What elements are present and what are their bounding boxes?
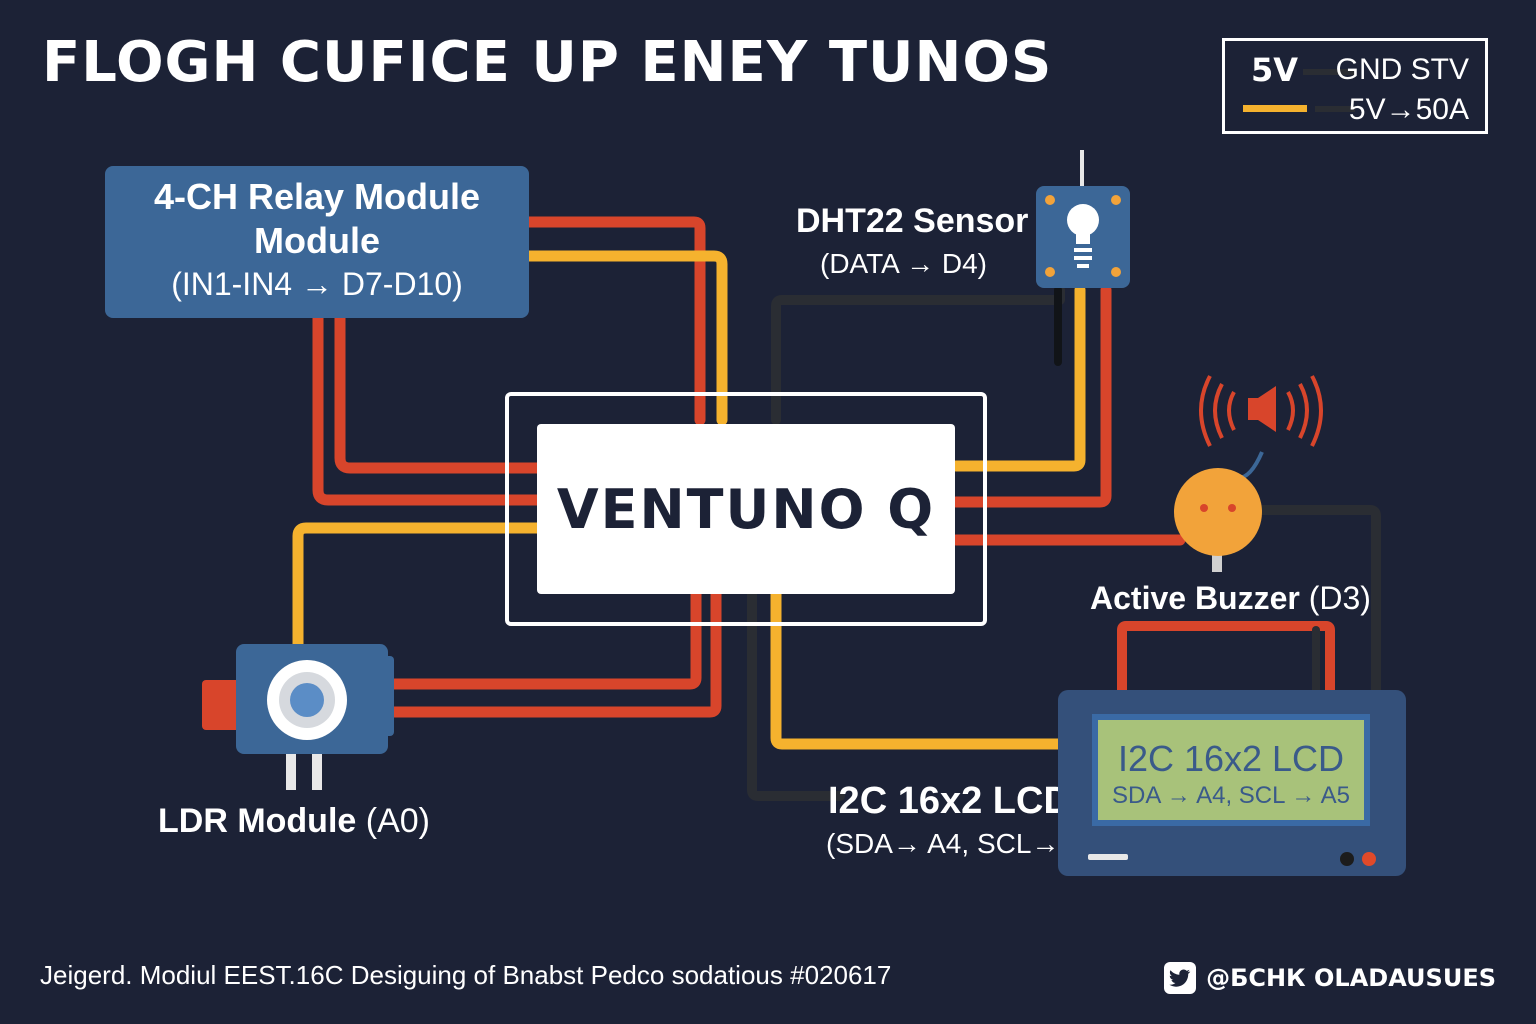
handle-text: @БCHК OLADAUSUES	[1206, 964, 1496, 992]
buzzer-pin: (D3)	[1308, 580, 1371, 616]
legend-5v-label: 5V	[1251, 51, 1299, 89]
wire-relay-red-3	[334, 312, 546, 474]
legend-gnd-label: GND STV	[1335, 53, 1469, 86]
twitter-icon	[1164, 962, 1197, 994]
relay-pins: (IN1-IN4 → D7-D10)	[171, 266, 463, 302]
active-buzzer	[1174, 375, 1323, 572]
wire-ldr-red-1	[384, 588, 702, 690]
lcd-indicator-bar	[1088, 854, 1128, 860]
ldr-module	[202, 644, 394, 790]
lcd-display: I2C 16x2 LCD SDA → A4, SCL → A5	[1058, 690, 1406, 876]
voltage-legend: 5V GND STV 5V→50A	[1222, 38, 1488, 134]
wire-lcd-yellow	[770, 588, 1064, 750]
dht-pin-label: (DATA → D4)	[820, 248, 987, 279]
ldr-name: LDR Module	[158, 802, 357, 840]
dht22-sensor	[1036, 150, 1130, 288]
footer-caption: Jeigerd. Modiul EEST.16C Desiguing of Bn…	[40, 960, 892, 990]
ldr-label: LDR Module (A0)	[158, 802, 430, 841]
wire-dht-red	[950, 284, 1112, 508]
board-outline	[505, 392, 987, 626]
board-name: VENTUNO Q	[556, 477, 936, 541]
wire-relay-yellow-1	[522, 250, 728, 426]
wire-ldr-yellow	[292, 522, 546, 656]
bulb-icon	[1067, 204, 1099, 268]
lcd-label: I2C 16x2 LCD	[828, 780, 1071, 822]
wire-lcd-dark	[747, 589, 845, 801]
wire-buzzer-dark	[1257, 505, 1381, 705]
wire-dht-yellow	[950, 284, 1086, 472]
dht-label: DHT22 Sensor	[796, 202, 1029, 240]
legend-gnd-line	[1303, 69, 1355, 75]
relay-module: 4-CH Relay Module Module (IN1-IN4 → D7-D…	[105, 166, 529, 318]
buzzer-name: Active Buzzer	[1090, 580, 1300, 616]
relay-title: 4-CH Relay Module	[153, 176, 481, 217]
relay-subtitle: Module	[254, 220, 380, 261]
legend-dark-line	[1315, 106, 1355, 112]
lcd-led-dark	[1340, 852, 1354, 866]
footer-handle[interactable]: @БCHК OLADAUSUES	[1164, 962, 1496, 994]
lcd-pin-label: (SDA→ A4, SCL→A5)	[826, 828, 1103, 859]
ldr-pin: (A0)	[365, 802, 430, 840]
page-title: FLOGH CUFICE UP ENEY TUNOS	[42, 30, 1053, 95]
buzzer-label: Active Buzzer (D3)	[1090, 580, 1371, 617]
lcd-led-red	[1362, 852, 1376, 866]
microcontroller-board: VENTUNO Q	[537, 424, 955, 594]
lcd-screen-line1: I2C 16x2 LCD	[1117, 738, 1345, 779]
lcd-screen: I2C 16x2 LCD SDA → A4, SCL → A5	[1092, 714, 1370, 826]
wire-dht-dark	[771, 285, 1065, 425]
wire-relay-red-2	[312, 312, 546, 506]
legend-amps-label: 5V→50A	[1348, 93, 1469, 126]
wire-relay-red-1	[522, 216, 706, 426]
lcd-screen-line2: SDA → A4, SCL → A5	[1112, 782, 1350, 809]
legend-5v-line	[1243, 105, 1307, 112]
wire-ldr-red-2	[384, 588, 722, 718]
speaker-icon	[1199, 375, 1323, 447]
wire-lcd-red	[1117, 621, 1335, 695]
